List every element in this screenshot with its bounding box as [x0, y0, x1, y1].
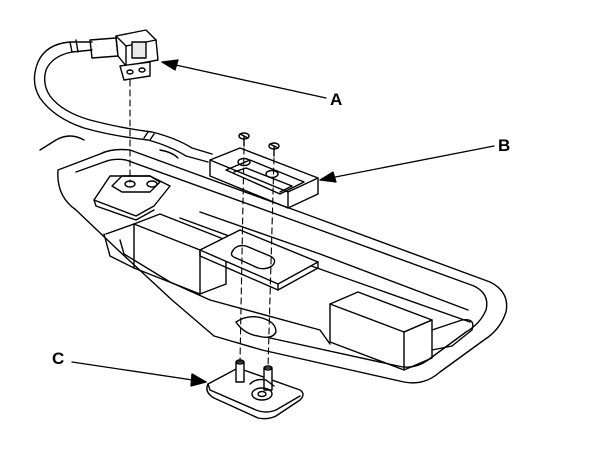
mounting-plate	[199, 229, 319, 339]
callout-label-c: C	[52, 349, 65, 368]
callout-label-b: B	[498, 136, 511, 155]
callout-label-a: A	[330, 90, 343, 109]
leader-lines	[71, 59, 495, 387]
base-bracket-c	[206, 359, 304, 420]
connector-a	[89, 29, 159, 81]
alignment-lines	[129, 79, 275, 369]
wire-harness	[33, 39, 213, 163]
right-block	[329, 291, 474, 371]
switch-unit-b	[209, 132, 319, 209]
connector-bracket	[93, 175, 171, 221]
